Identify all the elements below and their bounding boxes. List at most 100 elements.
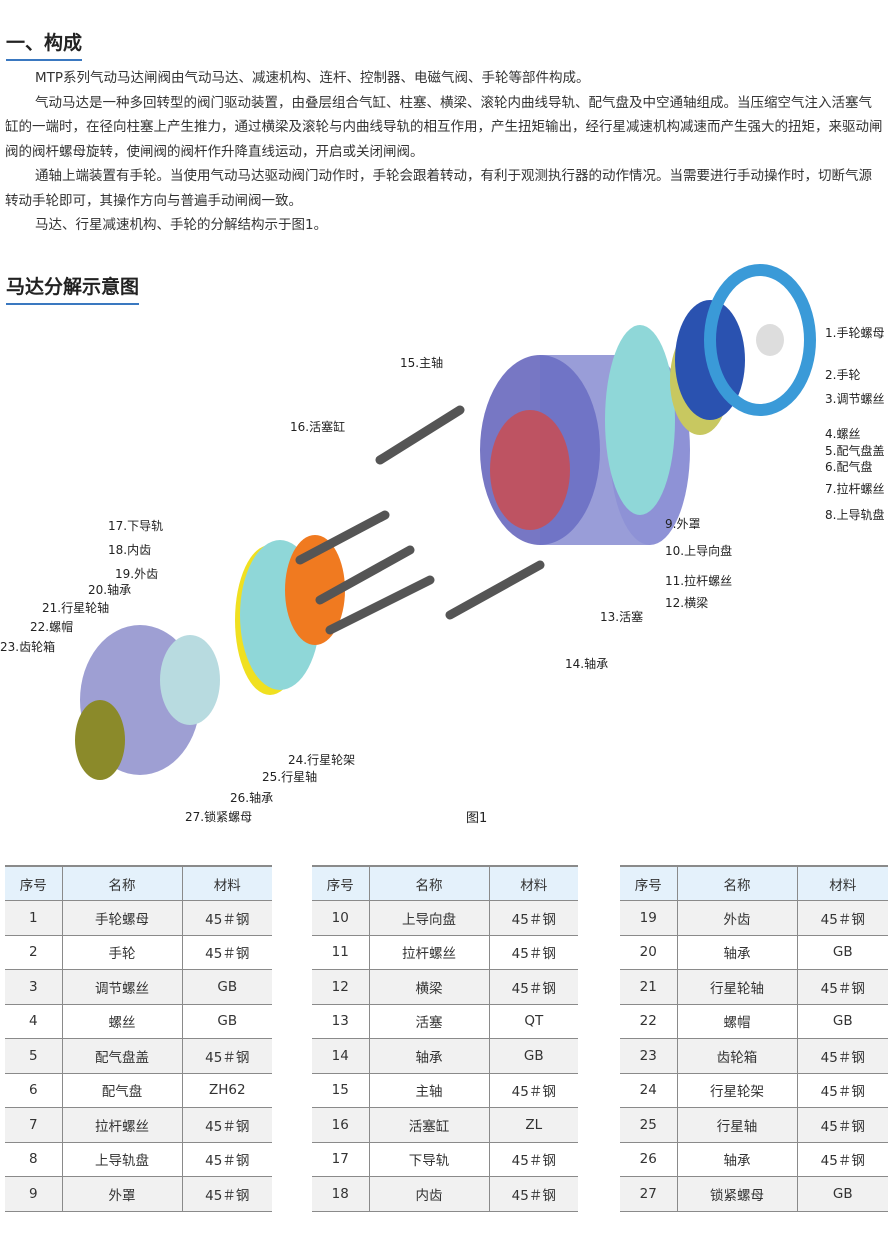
composition-text: MTP系列气动马达闸阀由气动马达、减速机构、连杆、控制器、电磁气阀、手轮等部件构… [5, 66, 885, 238]
part-name: 手轮 [61, 934, 182, 970]
part-number: 16 [312, 1107, 369, 1142]
part-material: GB [796, 1003, 888, 1039]
part-number: 6 [5, 1072, 62, 1108]
part-name: 外罩 [61, 1176, 182, 1212]
part-name: 拉杆螺丝 [61, 1107, 182, 1142]
callout-label: 1.手轮螺母 [825, 326, 885, 340]
callout-label: 3.调节螺丝 [825, 392, 885, 406]
callout-label: 17.下导轨 [108, 519, 164, 533]
col-header-name: 名称 [368, 865, 489, 901]
section-heading-composition: 一、构成 [6, 28, 83, 61]
part-name: 行星轮轴 [676, 969, 797, 1004]
part-number: 10 [312, 900, 369, 935]
paragraph: 通轴上端装置有手轮。当使用气动马达驱动阀门动作时，手轮会跟着转动，有利于观测执行… [5, 168, 872, 209]
part-material: ZH62 [181, 1072, 272, 1108]
part-material: GB [181, 969, 272, 1004]
part-number: 7 [5, 1107, 62, 1142]
callout-label: 15.主轴 [400, 356, 444, 370]
part-name: 锁紧螺母 [676, 1176, 797, 1212]
part-name: 外齿 [676, 900, 797, 935]
part-material: 45＃钢 [796, 1038, 888, 1073]
callout-label: 16.活塞缸 [290, 420, 346, 434]
paragraph: 气动马达是一种多回转型的阀门驱动装置，由叠层组合气缸、柱塞、横梁、滚轮内曲线导轨… [5, 94, 883, 160]
part-material: 45＃钢 [488, 900, 578, 935]
part-material: 45＃钢 [488, 934, 578, 970]
callout-label: 12.横梁 [665, 596, 709, 610]
part-material: 45＃钢 [488, 1141, 578, 1177]
callout-label: 25.行星轴 [262, 770, 318, 784]
part-number: 27 [620, 1176, 677, 1212]
callout-label: 18.内齿 [108, 543, 152, 557]
part-material: ZL [488, 1107, 578, 1142]
part-number: 3 [5, 969, 62, 1004]
part-name: 轴承 [676, 1141, 797, 1177]
callout-label: 10.上导向盘 [665, 544, 733, 558]
col-header-material: 材料 [488, 865, 578, 901]
part-material: 45＃钢 [181, 1107, 272, 1142]
part-number: 12 [312, 969, 369, 1004]
callout-label: 4.螺丝 [825, 427, 861, 441]
piston-rods-illustration [295, 405, 545, 635]
part-name: 调节螺丝 [61, 969, 182, 1004]
part-name: 配气盘 [61, 1072, 182, 1108]
part-number: 1 [5, 900, 62, 935]
part-material: 45＃钢 [488, 1072, 578, 1108]
part-material: GB [796, 934, 888, 970]
callout-label: 11.拉杆螺丝 [665, 574, 733, 588]
paragraph: 马达、行星减速机构、手轮的分解结构示于图1。 [35, 217, 328, 233]
part-number: 15 [312, 1072, 369, 1108]
exploded-motor-diagram [75, 264, 816, 780]
col-header-material: 材料 [181, 865, 272, 901]
lower-guide-illustration [235, 535, 345, 695]
part-name: 活塞 [368, 1003, 489, 1039]
part-name: 手轮螺母 [61, 900, 182, 935]
callout-label: 21.行星轮轴 [42, 601, 110, 615]
part-material: 45＃钢 [796, 900, 888, 935]
col-header-name: 名称 [61, 865, 182, 901]
part-number: 18 [312, 1176, 369, 1212]
callout-label: 7.拉杆螺丝 [825, 482, 885, 496]
callout-label: 23.齿轮箱 [0, 640, 56, 654]
gearbox-illustration [75, 625, 220, 780]
part-name: 行星轮架 [676, 1072, 797, 1108]
part-number: 17 [312, 1141, 369, 1177]
part-material: 45＃钢 [181, 1141, 272, 1177]
part-material: 45＃钢 [181, 1038, 272, 1073]
part-number: 24 [620, 1072, 677, 1108]
callout-label: 20.轴承 [88, 583, 132, 597]
part-material: 45＃钢 [181, 1176, 272, 1212]
part-name: 轴承 [676, 934, 797, 970]
part-name: 上导向盘 [368, 900, 489, 935]
part-name: 配气盘盖 [61, 1038, 182, 1073]
part-name: 螺帽 [676, 1003, 797, 1039]
part-number: 13 [312, 1003, 369, 1039]
part-number: 21 [620, 969, 677, 1004]
part-name: 行星轴 [676, 1107, 797, 1142]
col-header-no: 序号 [5, 865, 62, 901]
callout-label: 19.外齿 [115, 567, 159, 581]
col-header-name: 名称 [676, 865, 797, 901]
part-name: 轴承 [368, 1038, 489, 1073]
part-number: 20 [620, 934, 677, 970]
part-number: 4 [5, 1003, 62, 1039]
part-number: 19 [620, 900, 677, 935]
part-number: 9 [5, 1176, 62, 1212]
